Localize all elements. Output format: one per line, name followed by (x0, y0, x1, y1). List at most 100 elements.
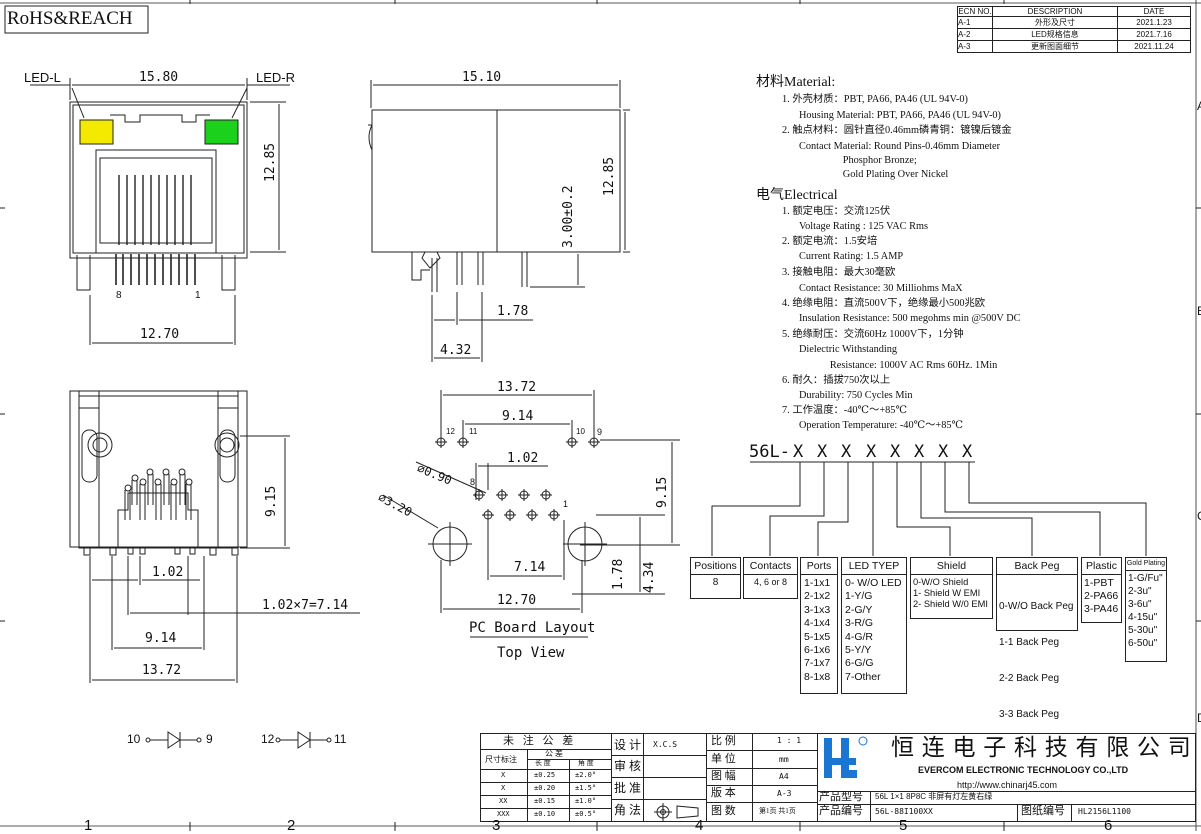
dim-span-2: 13.72 (142, 663, 182, 678)
pcb-dim-9-15: 9.15 (655, 476, 670, 508)
rev-ecn: A-2 (957, 28, 993, 41)
option-value: 2-3u" (1128, 586, 1152, 597)
option-value: 0- W/O LED (845, 577, 902, 589)
unit-label: 单 位 (711, 753, 736, 765)
dim-front-width: 15.80 (139, 70, 179, 85)
option-title: Gold Plating (1126, 558, 1166, 571)
option-title: LED TYEP (842, 558, 906, 575)
dim-pitch-total: 1.02×7=7.14 (262, 598, 349, 613)
option-value: 1- Shield W EMI (913, 588, 981, 598)
electrical-item-en: Insulation Resistance: 500 megohms min @… (799, 313, 1021, 324)
rev-ecn: A-3 (957, 40, 993, 53)
option-value: 1-PBT (1084, 577, 1114, 589)
option-box-shield: Shield 0-W/O Shield 1- Shield W EMI 2- S… (910, 557, 993, 619)
code-value: 56L-88I100XX (875, 807, 933, 816)
tol-length: ±0.20 (534, 784, 556, 792)
zone-marker: 3 (492, 817, 501, 834)
electrical-item-cn: 4. 绝缘电阻：直流500V下，绝缘最小500兆欧 (782, 298, 986, 309)
electrical-item-cn: 5. 绝缘耐压：交流60Hz 1000V下，1分钟 (782, 329, 964, 340)
option-box-led-type: LED TYEP 0- W/O LED 1-Y/G 2-G/Y 3-R/G 4-… (841, 557, 907, 694)
signature-table: 设 计 X.C.S 审 核 批 准 角 法 (611, 734, 707, 821)
pcb-title: PC Board Layout (469, 620, 596, 636)
option-value: 8-1x8 (804, 670, 831, 683)
pin-1-label: 1 (195, 290, 201, 301)
option-value: 0-W/O Back Peg (999, 601, 1074, 612)
projection-label: 角 法 (614, 803, 642, 817)
pcb-dim-1-78: 1.78 (611, 558, 626, 590)
tol-key: X (501, 771, 506, 779)
led-right-window (204, 119, 239, 145)
zone-marker: 5 (899, 817, 908, 834)
option-value: 5-Y/Y (845, 644, 872, 657)
option-box-ports: Ports 1-1x1 2-1x2 3-1x3 4-1x4 5-1x5 6-1x… (800, 557, 838, 694)
material-item-2-en: Contact Material: Round Pins-0.46mm Diam… (799, 141, 1001, 152)
zone-marker: 6 (1104, 817, 1113, 834)
option-value: 4-G/R (845, 630, 874, 643)
pcb-pin-1: 1 (563, 499, 569, 509)
dim-pitch: 1.02 (152, 565, 184, 580)
rohs-label: RoHS&REACH (7, 8, 133, 29)
model-label: 产品型号 (819, 791, 863, 803)
rev-date: 2021.7.16 (1117, 28, 1191, 41)
electrical-item-cn: 2. 额定电流：1.5安培 (782, 236, 878, 247)
drawing-label: 图纸编号 (1021, 805, 1065, 817)
review-label: 审 核 (614, 759, 642, 773)
option-value: 2-PA66 (1084, 590, 1119, 602)
option-box-plastic: Plastic 1-PBT 2-PA66 3-PA46 (1081, 557, 1122, 623)
option-value: 7-Other (845, 670, 881, 683)
option-value: 2-2 Back Peg (999, 673, 1060, 684)
gongcha-label: 公 差 (545, 749, 563, 758)
part-number-digit: X (866, 442, 877, 462)
dim-bottom-height: 9.15 (264, 485, 279, 517)
option-value: 1-1x1 (804, 577, 831, 589)
option-value: 3-1x3 (804, 603, 831, 616)
zone-marker: D (1197, 712, 1201, 724)
option-box-contacts: Contacts 4, 6 or 8 (743, 557, 798, 599)
pcb-subtitle: Top View (497, 645, 565, 661)
material-item-1-cn: 1. 外壳材质：PBT, PA66, PA46 (UL 94V-0) (782, 94, 968, 105)
electrical-item-en: Operation Temperature: -40℃～+85℃ (799, 420, 964, 431)
material-item-2-cn: 2. 触点材料：圆针直径0.46mm磷青铜：镀镍后镀金 (782, 125, 1012, 136)
part-number-digit: X (962, 442, 973, 462)
pcb-pin-12: 12 (446, 427, 455, 436)
led-cathode-1: 9 (206, 732, 213, 746)
part-number-digit: X (938, 442, 949, 462)
option-value: 2- Shield W/0 EMI (913, 599, 988, 609)
option-value: 6-50u" (1128, 638, 1158, 649)
drawing-value: HL2156L1100 (1078, 807, 1131, 816)
zone-marker: 1 (84, 817, 93, 834)
title-block: 未 注 公 差 尺寸标注 公 差 长 度 角 度 X ±0.25 ±2.0° X… (480, 733, 1196, 822)
rev-desc: LED规格信息 (992, 28, 1118, 41)
pcb-pin-9: 9 (597, 427, 603, 437)
rev-head-desc: DESCRIPTION (992, 6, 1118, 17)
option-title: Contacts (744, 558, 797, 575)
material-item-2-en: Phosphor Bronze; (799, 155, 917, 166)
option-value: 1-1 Back Peg (999, 637, 1060, 648)
projection-symbol (654, 803, 699, 821)
electrical-item-cn: 3. 接触电阻：最大30毫欧 (782, 267, 896, 278)
design-label: 设 计 (614, 738, 642, 752)
version-label: 版 本 (711, 787, 736, 799)
tol-key: XXX (497, 810, 510, 818)
option-value: 3-R/G (845, 617, 874, 630)
rev-date: 2021.1.23 (1117, 16, 1191, 29)
rev-desc: 更新图面细节 (992, 40, 1118, 53)
option-value: 4-15u" (1128, 612, 1158, 623)
version-value: A-3 (777, 789, 792, 798)
count-label: 图 数 (711, 805, 736, 817)
rev-ecn: A-1 (957, 16, 993, 29)
led-cathode-2: 11 (334, 732, 347, 746)
part-number-digit: X (914, 442, 925, 462)
option-value: 3-6u" (1128, 599, 1152, 610)
option-value: 1-Y/G (845, 590, 873, 603)
design-value: X.C.S (653, 740, 678, 749)
zone-marker: C (1197, 510, 1201, 522)
zone-marker: 4 (695, 817, 704, 834)
rev-head-ecn: ECN NO. (957, 6, 993, 17)
option-box-back-peg: Back Peg 0-W/O Back Peg 1-1 Back Peg 2-2… (996, 557, 1078, 720)
pcb-dim-12-70: 12.70 (497, 593, 537, 608)
option-value: 5-30u" (1128, 625, 1158, 636)
dim-pin-height: 3.00±0.2 (561, 185, 576, 248)
tol-length: ±0.10 (534, 810, 556, 818)
